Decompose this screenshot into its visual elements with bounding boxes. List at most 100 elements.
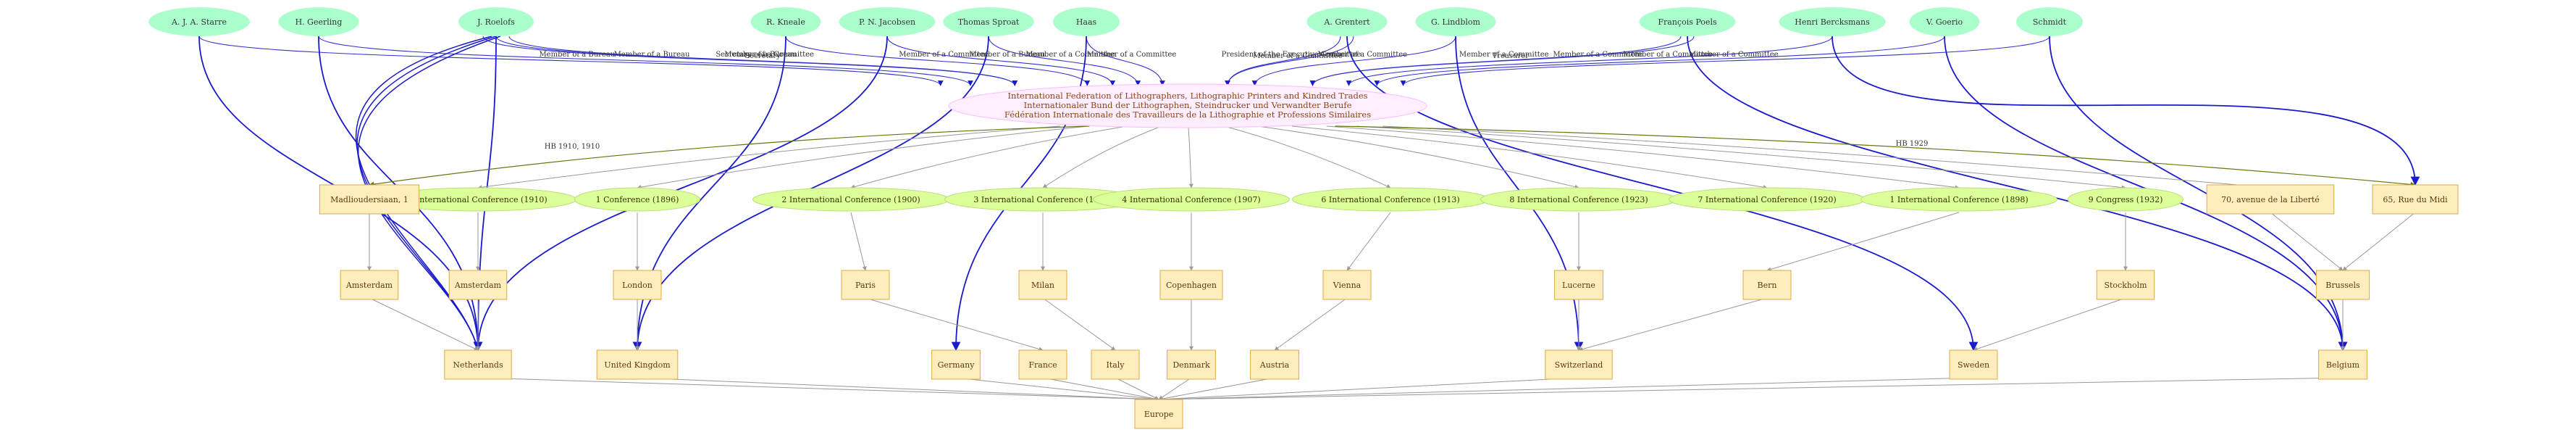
- city-node-vienna[interactable]: Vienna: [1322, 270, 1372, 300]
- city-node-copenhagen[interactable]: Copenhagen: [1159, 270, 1223, 300]
- city-node-milan[interactable]: Milan: [1018, 270, 1067, 300]
- person-node-bercksmans-label: Henri Bercksmans: [1795, 17, 1870, 27]
- conference-node-c8[interactable]: 8 International Conference (1923): [1480, 187, 1677, 212]
- person-node-lindblom-label: G. Lindblom: [1431, 17, 1481, 27]
- person-node-kneale[interactable]: R. Kneale: [750, 7, 821, 36]
- country-node-uk-label: United Kingdom: [604, 360, 671, 370]
- person-node-schmidt[interactable]: Schmidt: [2016, 7, 2083, 36]
- country-node-belgium-label: Belgium: [2326, 360, 2360, 370]
- person-node-jacobsen[interactable]: P. N. Jacobsen: [839, 7, 936, 36]
- city-node-bern[interactable]: Bern: [1742, 270, 1792, 300]
- edge-denmark-europe: [1158, 377, 1192, 400]
- edge-vienna-austria: [1274, 297, 1348, 351]
- country-node-france[interactable]: France: [1018, 349, 1067, 380]
- address-node-amsterdam_addr-label: Madlioudersiaan, 1: [330, 195, 408, 204]
- city-node-bern-box: [1742, 270, 1792, 300]
- center-edge-c1b: [1326, 125, 1960, 190]
- role-edge-label: Member of a Committee: [1087, 51, 1177, 59]
- conference-node-c3[interactable]: 3 International Conference (1902): [944, 187, 1141, 212]
- conference-node-c6[interactable]: 6 International Conference (1913): [1292, 187, 1489, 212]
- center-edge-c7: [1291, 125, 1768, 190]
- edge-belgium-europe: [1158, 377, 2344, 402]
- city-node-london-box: [613, 270, 662, 300]
- person-node-poels-label: François Poels: [1658, 17, 1717, 27]
- conference-node-c1[interactable]: 1 Conference (1896): [574, 187, 700, 212]
- conference-node-c4-label: 4 International Conference (1907): [1122, 195, 1260, 204]
- edge-sweden-europe: [1158, 377, 1974, 402]
- address-node-amsterdam_addr[interactable]: Madlioudersiaan, 1: [319, 184, 420, 215]
- city-node-paris-label: Paris: [855, 281, 876, 290]
- country-node-italy[interactable]: Italy: [1091, 349, 1140, 380]
- role-edge-label: Member of a Committee: [1459, 51, 1549, 59]
- person-node-grenlert[interactable]: A. Grentert: [1306, 7, 1388, 36]
- person-node-poels[interactable]: François Poels: [1639, 7, 1736, 36]
- city-node-london[interactable]: London: [613, 270, 662, 300]
- conference-node-c4-shape: [1093, 187, 1290, 212]
- country-node-germany[interactable]: Germany: [931, 349, 981, 380]
- address-node-midi[interactable]: 65, Rue du Midi: [2372, 184, 2459, 215]
- hq-edge-label: HB 1929: [1896, 140, 1929, 148]
- country-node-denmark[interactable]: Denmark: [1167, 349, 1216, 380]
- city-node-amsterdam_c-label: Amsterdam: [454, 281, 502, 290]
- country-node-switzerland[interactable]: Switzerland: [1545, 349, 1613, 380]
- conference-node-c7[interactable]: 7 International Conference (1920): [1669, 187, 1866, 212]
- country-node-sweden[interactable]: Sweden: [1949, 349, 1998, 380]
- conference-node-c1-shape: [574, 187, 700, 212]
- country-node-netherlands[interactable]: Netherlands: [444, 349, 512, 380]
- role-edge-sproat-0: [988, 36, 1141, 86]
- country-node-sweden-label: Sweden: [1958, 360, 1989, 370]
- person-node-goerio-shape: [1909, 7, 1980, 36]
- address-node-midi-label: 65, Rue du Midi: [2383, 195, 2448, 204]
- role-edge-label: Member of a Bureau: [539, 51, 615, 59]
- person-node-roelofs[interactable]: J. Roelofs: [458, 7, 534, 36]
- hq-edge-amsterdam_addr: [369, 125, 1090, 187]
- city-node-brussels[interactable]: Brussels: [2315, 270, 2370, 300]
- person-node-geerling[interactable]: H. Geerling: [278, 7, 359, 36]
- person-node-jacobsen-label: P. N. Jacobsen: [859, 17, 915, 27]
- conference-node-c2[interactable]: 2 International Conference (1900): [752, 187, 949, 212]
- federation-name-line: International Federation of Lithographer…: [1007, 91, 1367, 101]
- role-edge-label: Secretary of a Bureau: [716, 51, 797, 59]
- edge-bern-switzerland: [1578, 297, 1768, 352]
- country-node-denmark-box: [1167, 349, 1216, 380]
- conference-node-c1b[interactable]: 1 International Conference (1898): [1860, 187, 2057, 212]
- conference-node-c9[interactable]: 9 Congress (1932): [2068, 187, 2183, 212]
- person-node-schmidt-shape: [2016, 7, 2083, 36]
- person-node-kneale-label: R. Kneale: [766, 17, 805, 27]
- person-node-geerling-label: H. Geerling: [295, 17, 343, 27]
- conference-node-c9-shape: [2068, 187, 2183, 212]
- city-node-paris-box: [841, 270, 890, 300]
- person-node-haas[interactable]: Haas: [1053, 7, 1120, 36]
- country-node-belgium[interactable]: Belgium: [2318, 349, 2367, 380]
- edge-netherlands-europe: [477, 377, 1159, 402]
- federation-name-line: Internationaler Bund der Lithographen, S…: [1024, 100, 1352, 110]
- person-node-bercksmans[interactable]: Henri Bercksmans: [1779, 7, 1886, 36]
- city-node-lucerne-box: [1554, 270, 1603, 300]
- city-node-amsterdam_c[interactable]: Amsterdam: [448, 270, 508, 300]
- federation-node[interactable]: International Federation of Lithographer…: [948, 83, 1427, 128]
- person-node-starre-shape: [148, 7, 250, 36]
- country-node-netherlands-label: Netherlands: [453, 360, 503, 370]
- city-node-paris[interactable]: Paris: [841, 270, 890, 300]
- city-node-milan-label: Milan: [1031, 281, 1054, 290]
- city-node-stockholm[interactable]: Stockholm: [2096, 270, 2155, 300]
- conference-node-c4[interactable]: 4 International Conference (1907): [1093, 187, 1290, 212]
- country-node-uk[interactable]: United Kingdom: [596, 349, 679, 380]
- edge-amsterdam_n-netherlands: [369, 297, 479, 351]
- person-node-sproat[interactable]: Thomas Sproat: [943, 7, 1034, 36]
- center-edge-c5: [477, 125, 1060, 190]
- city-node-amsterdam_n-label: Amsterdam: [345, 281, 393, 290]
- person-node-haas-label: Haas: [1076, 17, 1097, 27]
- person-country-edge-poels: [1687, 36, 2348, 352]
- role-edge-schmidt-0: [1400, 36, 2050, 86]
- person-node-starre[interactable]: A. J. A. Starre: [148, 7, 250, 36]
- city-node-amsterdam_n[interactable]: Amsterdam: [340, 270, 399, 300]
- country-node-austria[interactable]: Austria: [1250, 349, 1299, 380]
- person-node-lindblom[interactable]: G. Lindblom: [1415, 7, 1496, 36]
- continent-node-europe-label: Europe: [1144, 410, 1174, 419]
- person-node-goerio[interactable]: V. Goerio: [1909, 7, 1980, 36]
- continent-node-europe[interactable]: Europe: [1134, 399, 1183, 429]
- address-node-liberte[interactable]: 70, avenue de la Liberté: [2206, 184, 2335, 215]
- city-node-lucerne[interactable]: Lucerne: [1554, 270, 1603, 300]
- conference-node-c1-label: 1 Conference (1896): [596, 195, 679, 204]
